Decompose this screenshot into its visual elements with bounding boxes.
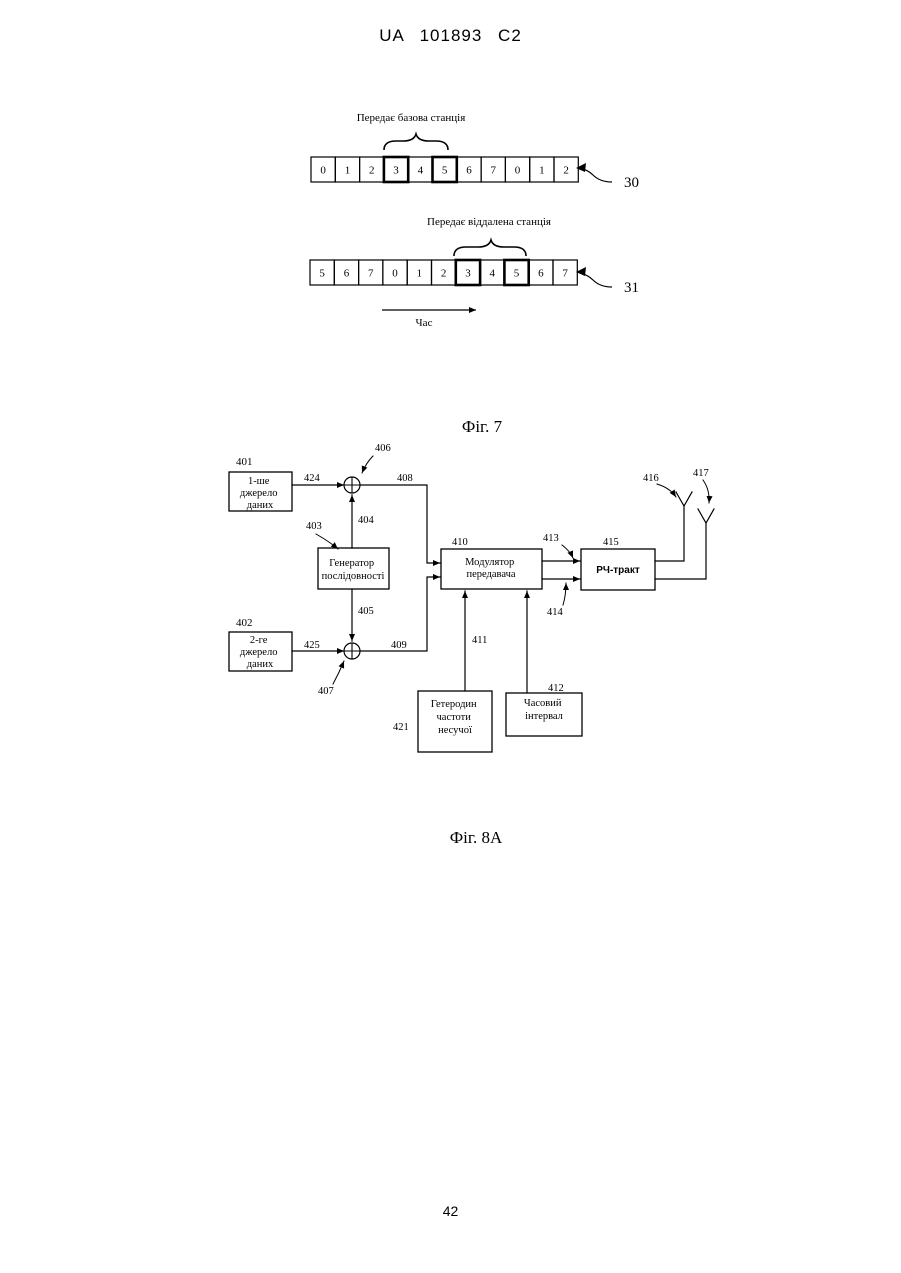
ref-402: 402 — [236, 617, 253, 629]
figure-7: Передає базова станція 01234567012 30 Пе… — [310, 112, 639, 436]
row-top-label: Передає базова станція — [357, 112, 466, 124]
ref-404: 404 — [358, 515, 375, 526]
time-slot-number: 1 — [539, 165, 545, 177]
brace-remote-station — [454, 240, 526, 256]
time-slot-number: 4 — [490, 268, 496, 280]
time-slot-number: 3 — [393, 165, 399, 177]
source-1-text: 1-ше джерело даних — [240, 476, 280, 511]
ref-417: 417 — [693, 468, 709, 479]
time-slot-number: 0 — [515, 165, 521, 177]
sequence-generator-text: Генератор послідовності — [322, 558, 385, 582]
figure-8a: 401 1-ше джерело даних 424 406 408 403 Г… — [229, 443, 714, 847]
ref-413: 413 — [543, 533, 559, 544]
time-slot-number: 0 — [392, 268, 398, 280]
time-slot-number: 7 — [491, 165, 497, 177]
ref-424: 424 — [304, 473, 321, 484]
ref-30: 30 — [624, 175, 639, 191]
ref-416: 416 — [643, 473, 659, 484]
time-slot-number: 4 — [418, 165, 424, 177]
time-slot-text: Часовий інтервал — [524, 698, 564, 722]
ref-401: 401 — [236, 456, 253, 468]
ref-31: 31 — [624, 280, 639, 296]
time-slot-number: 7 — [562, 268, 568, 280]
time-slot-number: 5 — [514, 268, 520, 280]
row-bottom-label: Передає віддалена станція — [427, 216, 551, 228]
time-slot-number: 3 — [465, 268, 471, 280]
ref-408: 408 — [397, 473, 413, 484]
figure-8a-caption: Фіг. 8А — [450, 828, 503, 847]
time-slot-number: 6 — [538, 268, 544, 280]
carrier-oscillator-text: Гетеродин частоти несучої — [431, 699, 480, 736]
ref-414: 414 — [547, 607, 564, 618]
ref-411: 411 — [472, 635, 487, 646]
time-slot-number: 1 — [345, 165, 351, 177]
time-slot-number: 2 — [441, 268, 447, 280]
slot-row-bottom: 5 6 7 0 1 2 3 4 5 6 7 — [310, 260, 577, 285]
time-slot-number: 6 — [344, 268, 350, 280]
time-slot-number: 2 — [563, 165, 569, 177]
time-slot-number: 6 — [466, 165, 472, 177]
figure-7-caption: Фіг. 7 — [462, 417, 503, 436]
ref-415: 415 — [603, 537, 619, 548]
time-label: Час — [416, 317, 433, 329]
ref-30-arrowhead — [576, 163, 586, 172]
ref-410: 410 — [452, 537, 468, 548]
time-slot-number: 7 — [368, 268, 374, 280]
time-slot-number: 5 — [319, 268, 325, 280]
antenna-416 — [676, 492, 692, 506]
ref-425: 425 — [304, 640, 320, 651]
ref-407: 407 — [318, 686, 334, 697]
ref-403: 403 — [306, 521, 322, 532]
page-number: 42 — [0, 1203, 901, 1219]
slot-row-top: 0 1 2 3 4 5 6 7 0 1 2 — [311, 157, 578, 182]
ref-406: 406 — [375, 443, 391, 454]
time-slot-number: 1 — [417, 268, 423, 280]
ref-409: 409 — [391, 640, 407, 651]
ref-412: 412 — [548, 683, 564, 694]
brace-base-station — [384, 134, 448, 150]
ref-421: 421 — [393, 722, 409, 733]
rf-chain-text: РЧ-тракт — [596, 565, 640, 576]
time-slot-number: 0 — [320, 165, 326, 177]
source-2-text: 2-ге джерело даних — [240, 635, 280, 670]
ref-405: 405 — [358, 606, 374, 617]
time-slot-number: 5 — [442, 165, 448, 177]
time-slot-number: 2 — [369, 165, 375, 177]
transmitter-modulator-text: Модулятор передавача — [465, 557, 517, 580]
antenna-417 — [698, 509, 714, 523]
